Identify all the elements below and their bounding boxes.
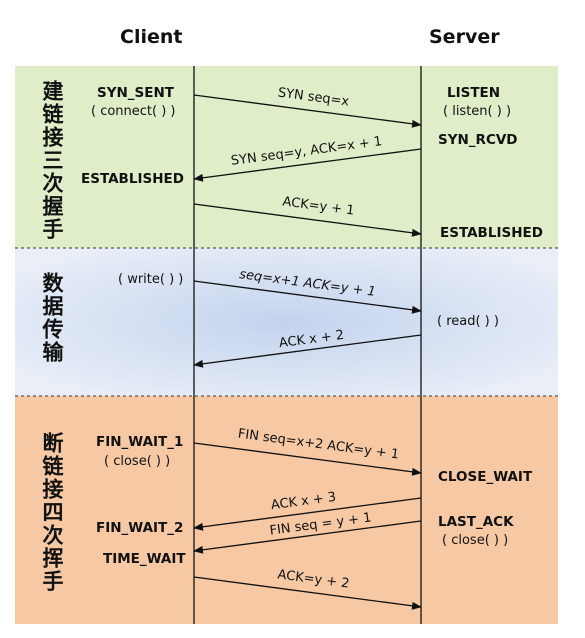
teardown-label: 断链接四次挥手 — [40, 432, 64, 593]
teardown-section-bg — [15, 396, 558, 624]
client-state-fin-wait-1: FIN_WAIT_1 — [96, 434, 184, 450]
arrow-data — [193, 280, 422, 314]
arrow-ack1 — [193, 203, 422, 237]
handshake-label: 建链接三次握手 — [40, 80, 64, 241]
arrow-fin1 — [193, 442, 422, 476]
server-call-read: ( read( ) ) — [437, 314, 499, 329]
server-state-established: ESTABLISHED — [440, 225, 543, 241]
client-call-write: ( write( ) ) — [118, 272, 184, 287]
arrow-syn-ack — [193, 148, 422, 182]
client-call-close: ( close( ) ) — [104, 454, 171, 469]
arrow-ack-fin1 — [193, 497, 422, 531]
client-header: Client — [120, 26, 183, 48]
server-call-listen: ( listen( ) ) — [443, 104, 512, 119]
client-state-established: ESTABLISHED — [81, 171, 184, 187]
arrow-fin2 — [193, 520, 422, 554]
handshake-section-bg — [15, 66, 558, 248]
client-call-connect: ( connect( ) ) — [91, 104, 176, 119]
client-state-fin-wait-2: FIN_WAIT_2 — [96, 520, 184, 536]
server-header: Server — [429, 26, 500, 48]
arrow-syn — [193, 94, 422, 128]
server-state-syn-rcvd: SYN_RCVD — [438, 132, 518, 148]
server-state-close-wait: CLOSE_WAIT — [438, 469, 533, 485]
server-state-listen: LISTEN — [447, 85, 501, 101]
server-state-last-ack: LAST_ACK — [438, 514, 514, 530]
client-state-syn-sent: SYN_SENT — [97, 85, 174, 101]
server-call-close: ( close( ) ) — [442, 533, 509, 548]
arrow-ack-data — [193, 334, 422, 368]
transfer-section-bg — [15, 248, 558, 396]
arrow-ack-fin2 — [193, 576, 422, 610]
transfer-label: 数据传输 — [40, 272, 64, 364]
client-state-time-wait: TIME_WAIT — [103, 551, 186, 567]
